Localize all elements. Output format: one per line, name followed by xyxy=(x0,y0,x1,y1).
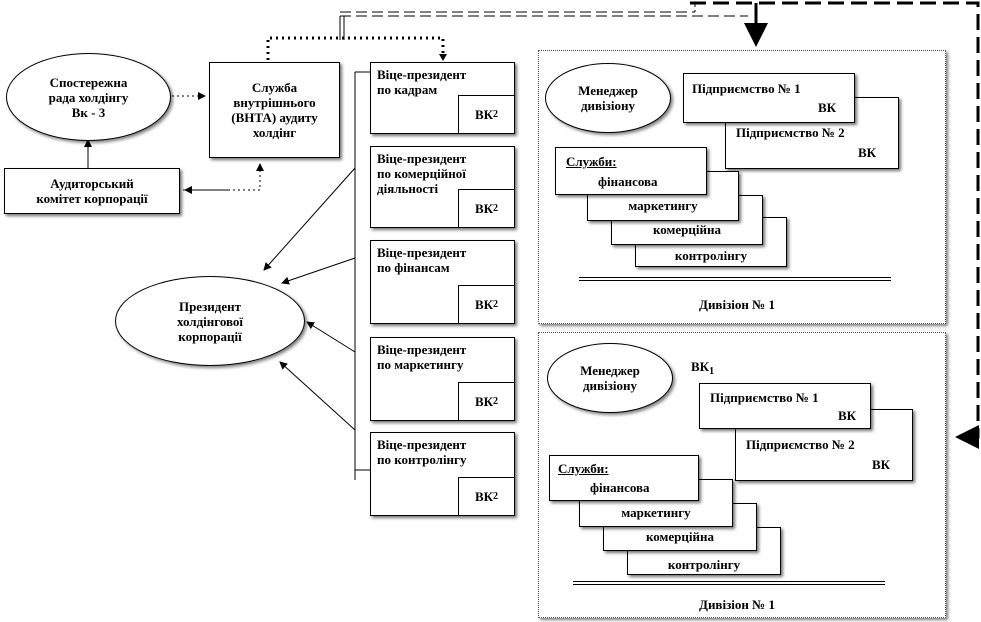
division-title: Дивізіон № 1 xyxy=(699,597,775,612)
audit-committee-label: Аудиторський комітет корпорації xyxy=(36,176,148,206)
vp-commercial: Віце-президент по комерційної діяльності… xyxy=(370,146,515,228)
division-2-panel: Менеджер дивізіону ВК1 Підприємство № 2 … xyxy=(538,332,946,618)
thick-dashed-loop xyxy=(690,1,980,439)
services-box: Служби: фінансова xyxy=(555,147,707,195)
double-dashed-line xyxy=(339,3,748,40)
vp-label: Віце-президент по контролінгу xyxy=(377,437,467,467)
enterprise-1: Підприємство № 1 ВК xyxy=(699,383,871,429)
observation-board-label: Спостережна рада холдінгу Вк - 3 xyxy=(48,74,129,120)
division-1-panel: Менеджер дивізіону Підприємство № 2 ВК П… xyxy=(538,50,946,324)
services-box: Служби: фінансова xyxy=(549,455,699,501)
division-divider xyxy=(579,277,891,281)
division-title: Дивізіон № 1 xyxy=(699,297,775,312)
vp-label: Віце-президент по маркетингу xyxy=(377,342,467,372)
observation-board: Спостережна рада холдінгу Вк - 3 xyxy=(6,53,171,141)
enterprise-1: Підприємство № 1 ВК xyxy=(683,73,855,123)
division-manager: Менеджер дивізіону xyxy=(545,63,671,133)
president: Президент холдінгової корпорації xyxy=(115,276,305,366)
internal-audit-service: Служба внутрішнього (ВНТА) аудиту холдін… xyxy=(209,62,340,158)
vk1-label: ВК1 xyxy=(691,359,715,377)
vp-label: Віце-президент по фінансам xyxy=(377,245,467,275)
audit-committee: Аудиторський комітет корпорації xyxy=(4,168,180,214)
dotted-audit-to-vp xyxy=(266,36,445,60)
vp-label: Віце-президент по комерційної діяльності xyxy=(377,151,467,196)
division-manager: Менеджер дивізіону xyxy=(547,343,673,413)
internal-audit-label: Служба внутрішнього (ВНТА) аудиту холдін… xyxy=(231,80,318,140)
division-divider xyxy=(573,581,885,585)
vp-label: Віце-президент по кадрам xyxy=(377,67,467,97)
president-label: Президент холдінгової корпорації xyxy=(176,298,244,344)
